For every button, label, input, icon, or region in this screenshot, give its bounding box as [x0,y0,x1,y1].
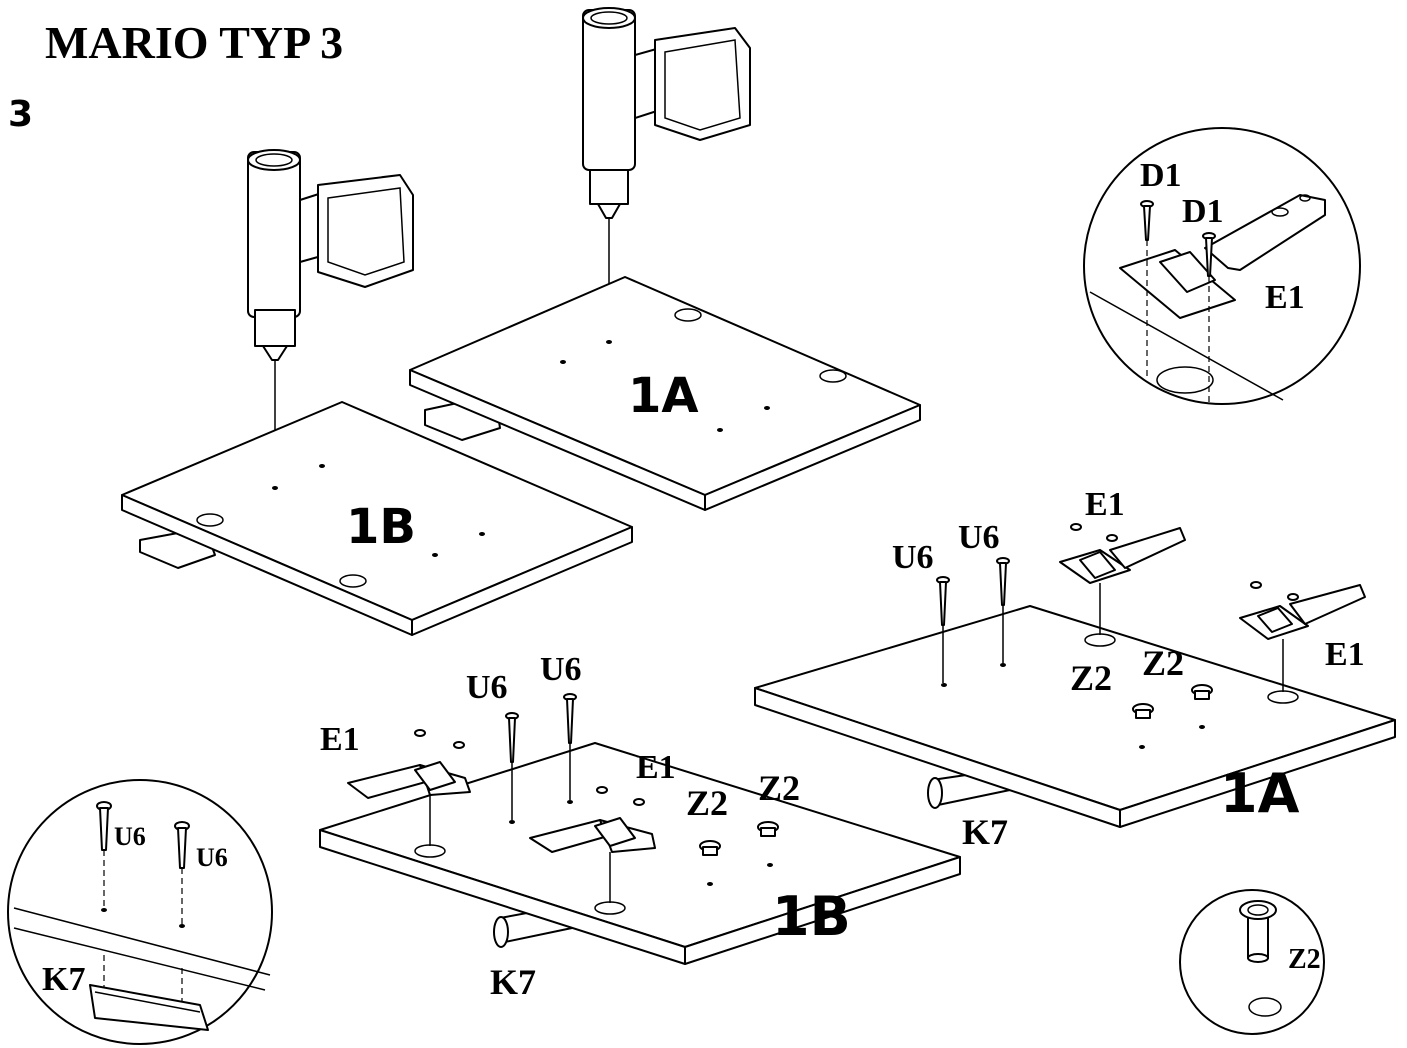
screw-icon [1202,232,1216,277]
part-label-z2: Z2 [1288,944,1321,975]
part-label-z2: Z2 [1070,658,1112,698]
board-1a-bottom [754,523,1396,828]
part-label-u6: U6 [958,519,1000,556]
hinge-icon [347,729,471,846]
dowel-icon [1191,684,1213,700]
detail-dowel-circle [1179,889,1325,1035]
part-label-e1: E1 [636,749,676,786]
part-label-u6: U6 [540,651,582,688]
part-label-u6: U6 [466,669,508,706]
panel-label-1a-bottom: 1A [1220,762,1300,825]
screw-icon [996,557,1010,663]
part-label-u6: U6 [114,822,146,851]
hinge-icon [1119,194,1326,319]
screw-icon [1140,200,1154,241]
hinge-icon [1239,581,1366,692]
detail-handle-circle [7,779,273,1045]
part-label-e1: E1 [320,721,360,758]
part-label-z2: Z2 [758,768,800,808]
panel-label-1a-top: 1A [628,368,699,424]
hinge-icon [529,786,656,903]
handle-icon [89,984,209,1031]
board-1b-top [121,401,633,636]
board-1a-top [409,276,921,511]
dowel-icon [757,821,779,837]
part-label-e1: E1 [1325,636,1365,673]
part-label-k7: K7 [962,812,1008,852]
hinge-icon [1059,523,1186,635]
part-label-e1: E1 [1265,279,1305,316]
step-number: 3 [8,94,33,135]
part-label-z2: Z2 [1142,643,1184,683]
screw-icon [505,712,519,820]
drill-icon [582,7,751,342]
panel-label-1b-bottom: 1B [772,885,851,948]
dowel-icon [699,840,721,856]
screw-icon [174,821,190,869]
part-label-z2: Z2 [686,783,728,823]
part-label-u6: U6 [892,539,934,576]
board-1b-bottom [319,693,961,965]
part-label-k7: K7 [490,962,536,1002]
drill-icon [247,149,414,488]
part-label-d1: D1 [1182,193,1224,230]
screw-icon [936,576,950,683]
part-label-u6: U6 [196,843,228,872]
part-label-d1: D1 [1140,157,1182,194]
page-title: MARIO TYP 3 [45,17,343,68]
part-label-e1: E1 [1085,486,1125,523]
panel-label-1b-top: 1B [346,499,416,555]
part-label-k7: K7 [42,961,85,998]
dowel-icon [1132,703,1154,719]
detail-hinge-circle [1083,127,1361,405]
screw-icon [563,693,577,800]
dowel-icon [1239,900,1277,963]
screw-icon [96,801,112,851]
